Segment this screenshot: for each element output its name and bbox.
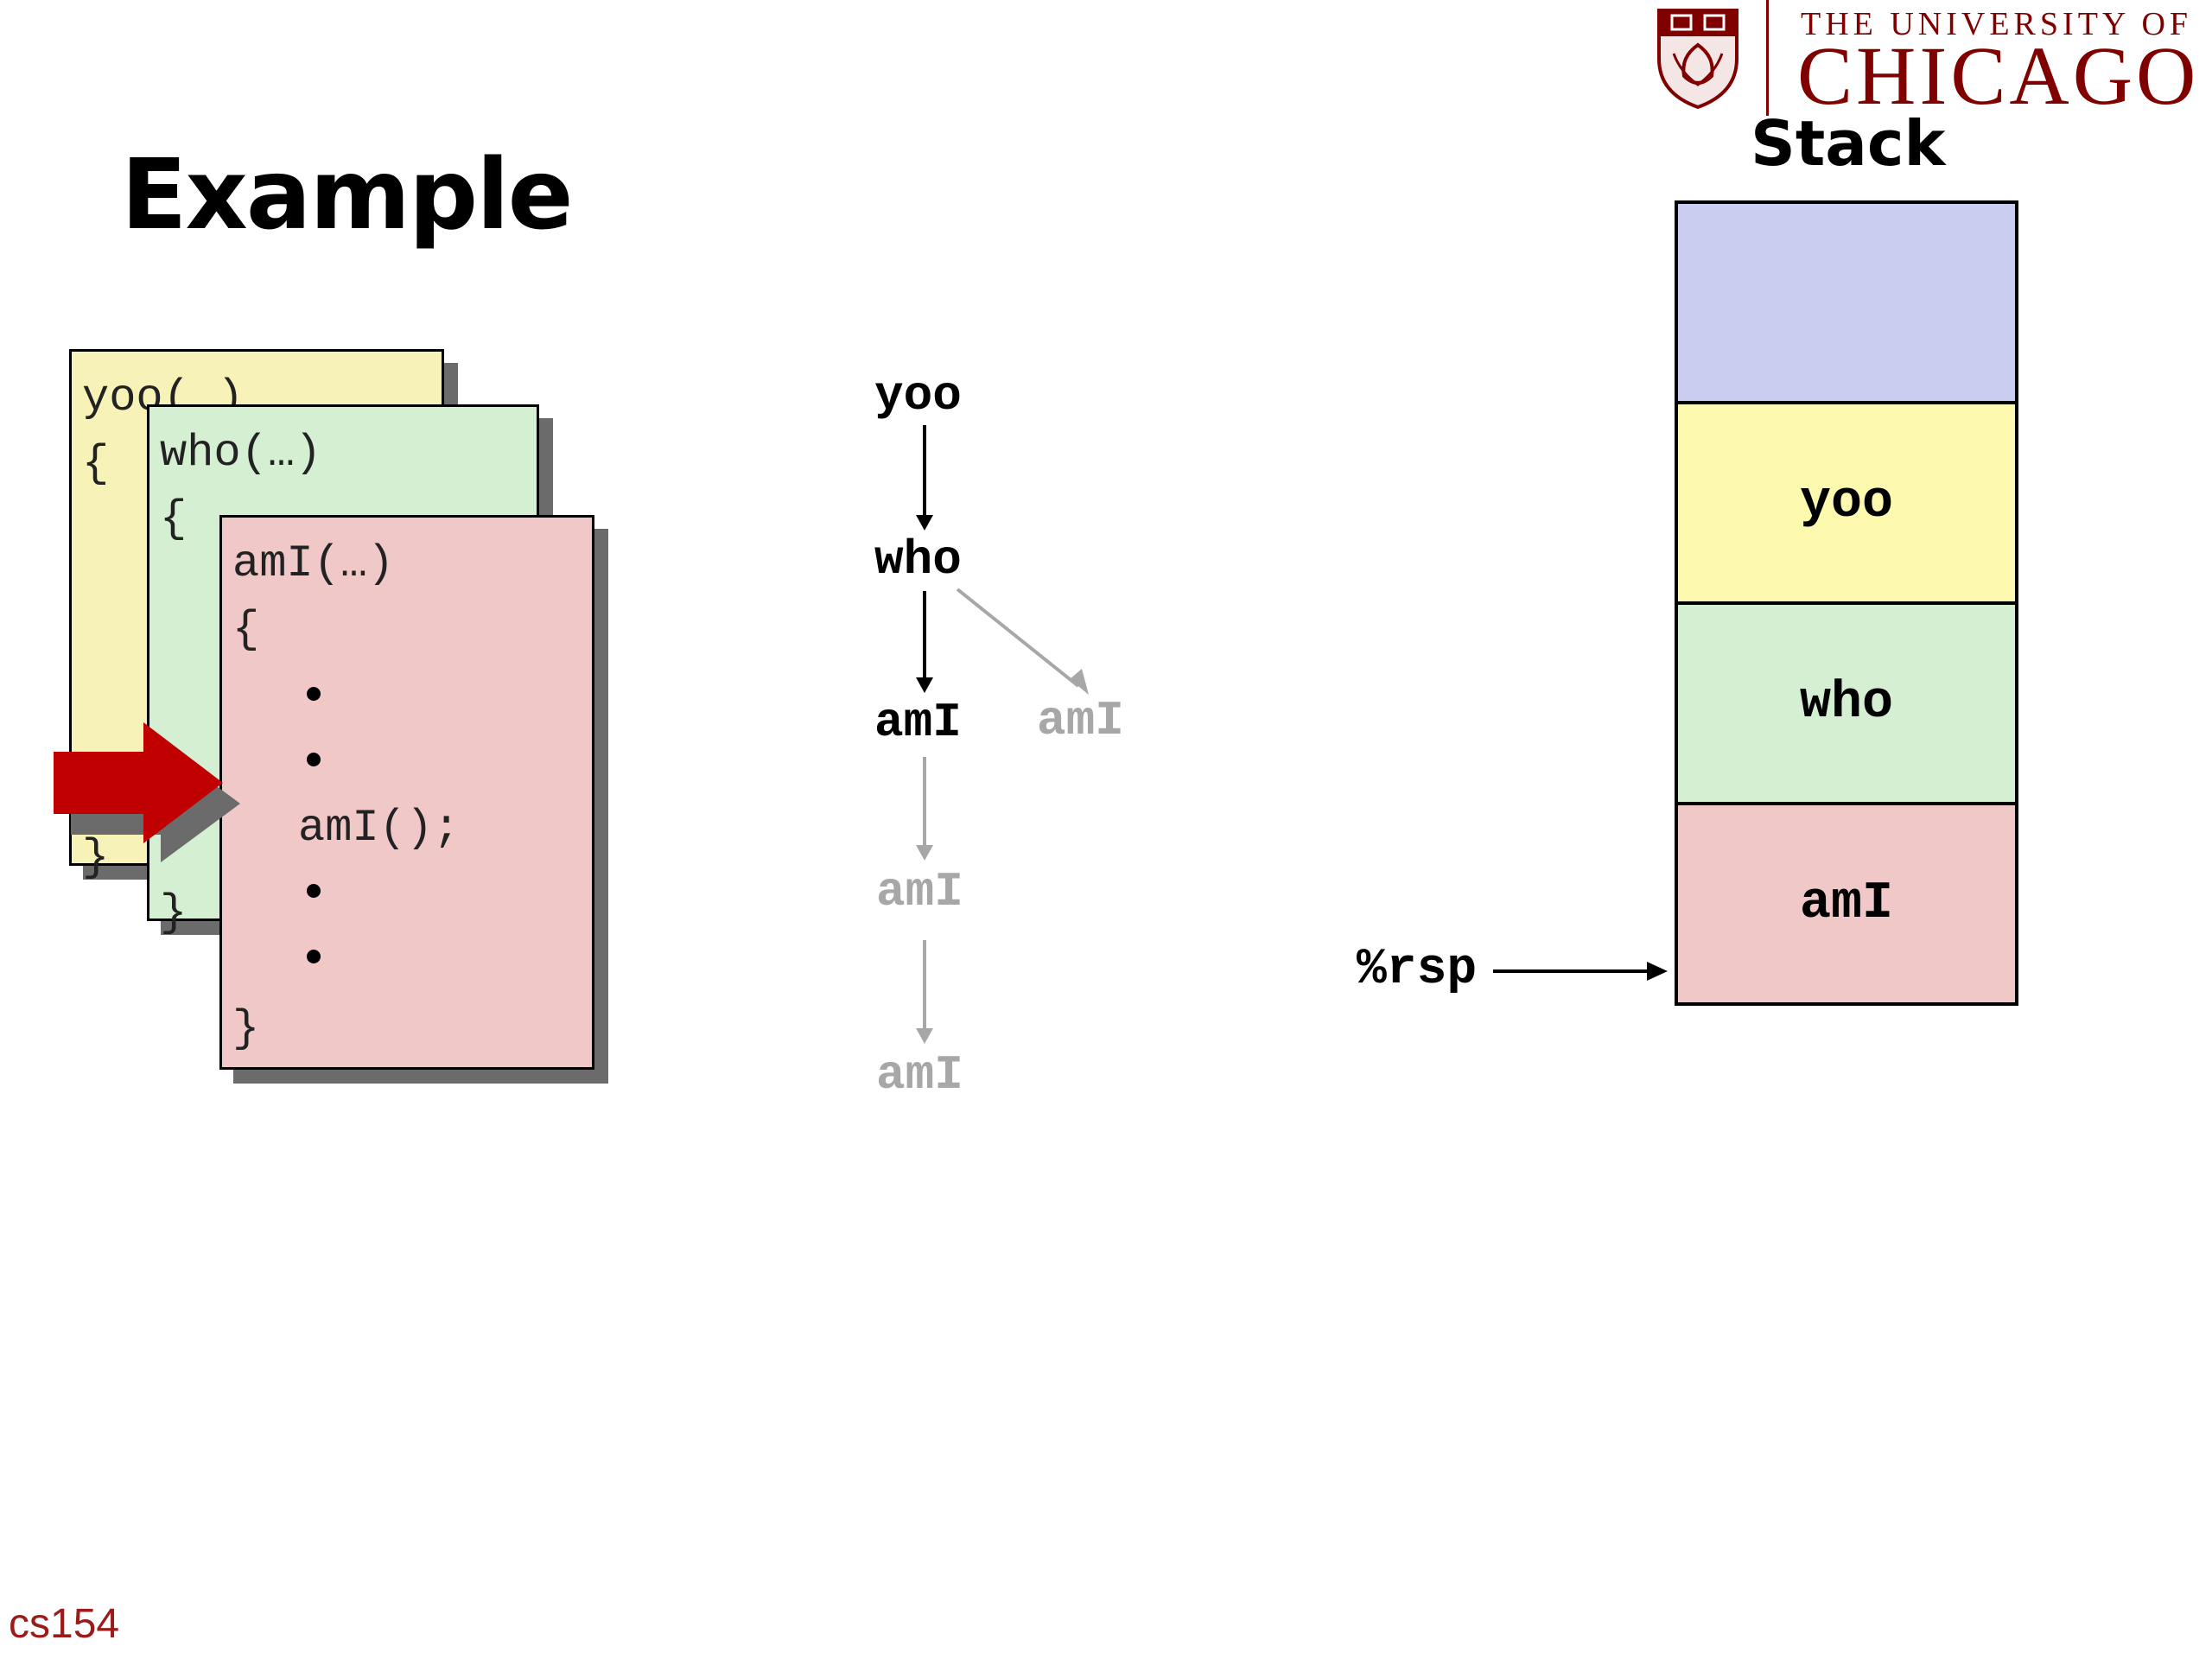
logo-university-of: THE UNIVERSITY OF bbox=[1801, 6, 2193, 42]
call-tree-node-yoo: yoo bbox=[874, 368, 962, 423]
arrowhead bbox=[916, 845, 933, 861]
course-label: cs154 bbox=[9, 1601, 120, 1647]
code-line: { bbox=[232, 604, 260, 655]
logo-chicago: CHICAGO bbox=[1797, 29, 2200, 122]
stack: yoo who amI bbox=[1675, 200, 2018, 1006]
code-line: amI(…) bbox=[232, 538, 395, 589]
call-tree-node-ami-recursive: amI bbox=[876, 1047, 963, 1103]
call-tree-node-ami-current: amI bbox=[874, 695, 962, 750]
stack-frame-who: who bbox=[1675, 601, 2018, 805]
ellipsis-dot bbox=[307, 884, 321, 898]
code-line: { bbox=[82, 438, 110, 489]
stack-frame-yoo: yoo bbox=[1675, 401, 2018, 605]
logo-divider bbox=[1766, 0, 1769, 116]
stack-frame-caller bbox=[1675, 200, 2018, 404]
stack-frame-ami: amI bbox=[1675, 802, 2018, 1006]
ellipsis-dot bbox=[307, 950, 321, 963]
code-line: } bbox=[160, 887, 188, 938]
arrowhead bbox=[1647, 962, 1668, 981]
call-edge bbox=[956, 588, 1080, 688]
code-card-ami: amI(…) { amI(); } bbox=[219, 515, 594, 1070]
call-tree-node-ami-recursive: amI bbox=[876, 864, 963, 919]
university-crest-icon bbox=[1657, 9, 1738, 110]
arrowhead bbox=[916, 1028, 933, 1044]
code-line: } bbox=[232, 1003, 260, 1054]
code-line: } bbox=[82, 832, 110, 883]
arrowhead bbox=[1070, 669, 1089, 695]
code-line: { bbox=[160, 493, 188, 544]
call-tree-node-ami-sibling: amI bbox=[1037, 693, 1124, 748]
arrowhead bbox=[916, 515, 933, 531]
ellipsis-dot bbox=[307, 687, 321, 701]
code-line: who(…) bbox=[160, 428, 322, 479]
arrowhead bbox=[916, 677, 933, 693]
stack-pointer-label: %rsp bbox=[1357, 942, 1478, 998]
slide-title: Example bbox=[121, 139, 574, 251]
ellipsis-dot bbox=[307, 753, 321, 766]
call-tree-node-who: who bbox=[874, 532, 962, 588]
code-line: amI(); bbox=[298, 803, 461, 854]
stack-title: Stack bbox=[1751, 107, 1946, 180]
